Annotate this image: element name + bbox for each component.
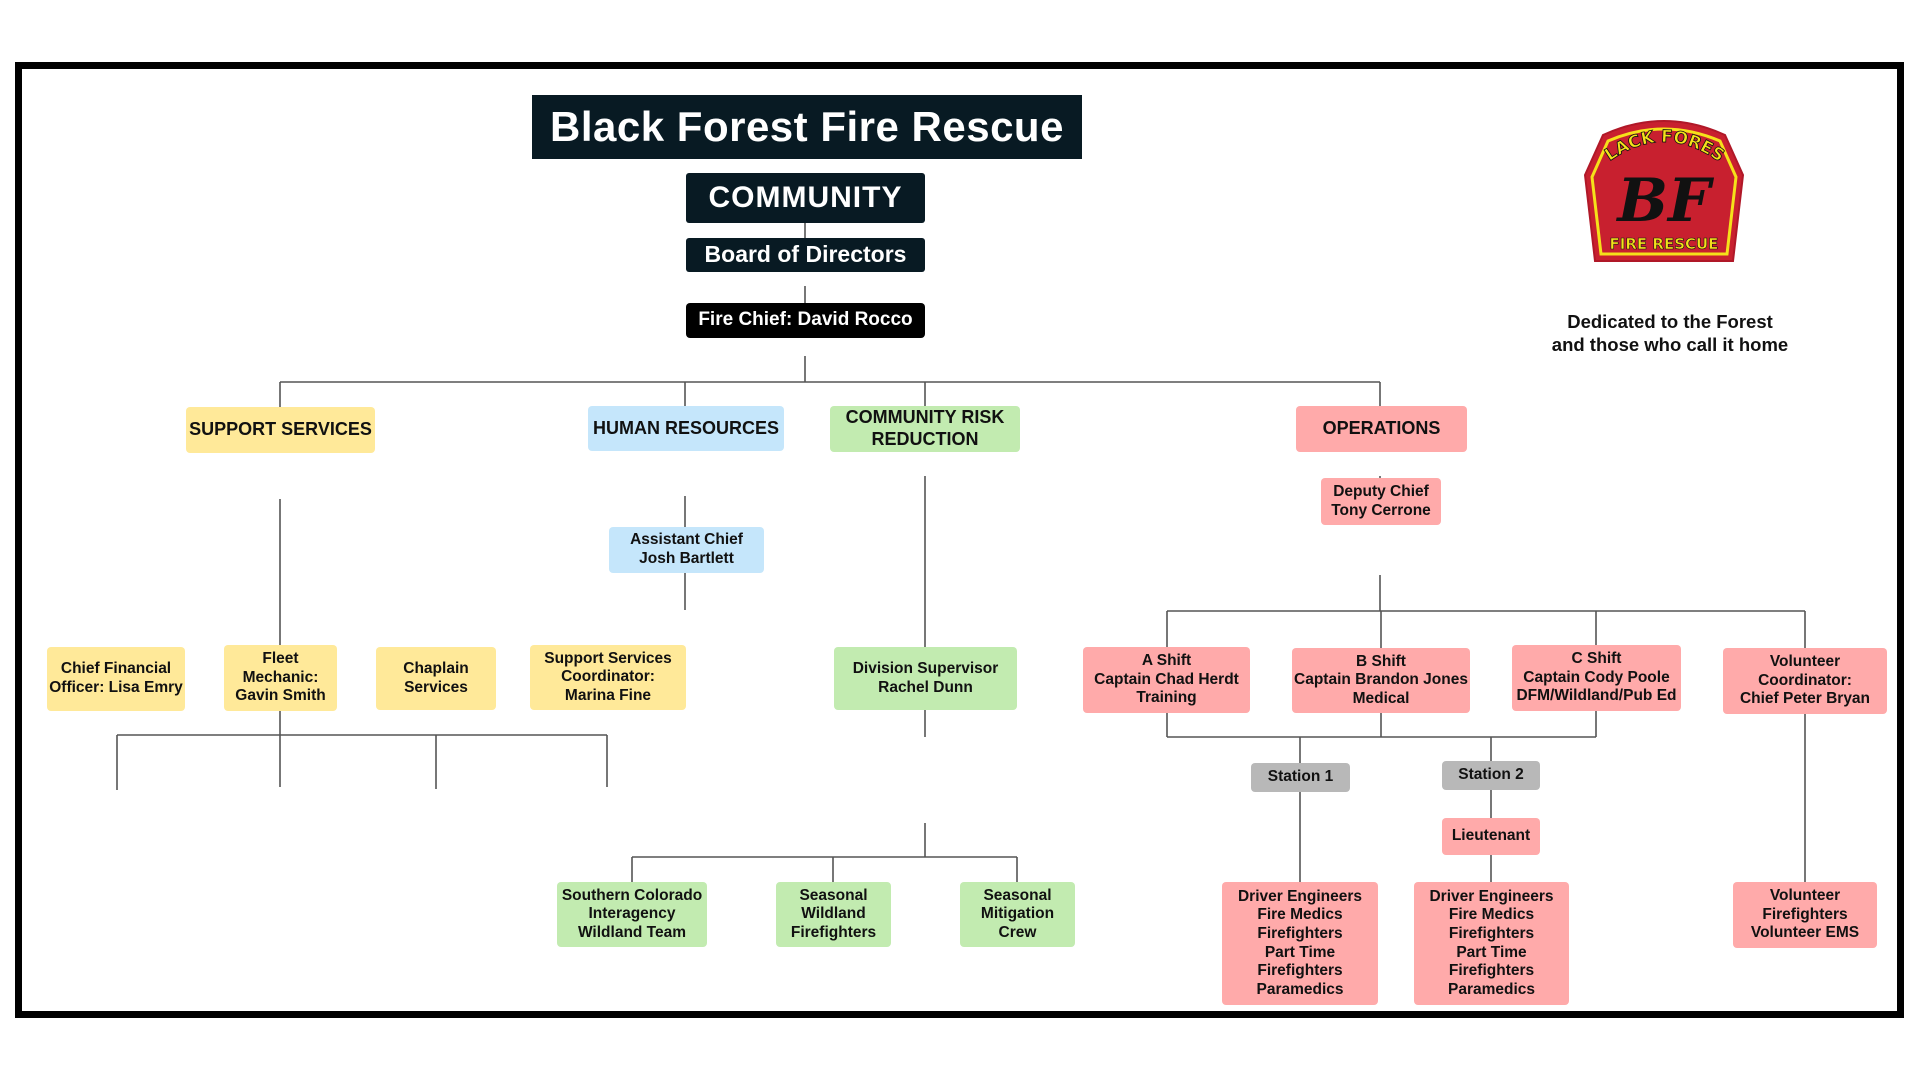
shield-outline	[1583, 120, 1745, 262]
logo-bottom-text: FIRE RESCUE	[1610, 235, 1719, 253]
node-station-1: Station 1	[1251, 763, 1350, 792]
node-southern-colorado-interagency-wildland-team: Southern Colorado Interagency Wildland T…	[557, 882, 707, 947]
node-station-2: Station 2	[1442, 761, 1540, 790]
node-c-shift: C Shift Captain Cody Poole DFM/Wildland/…	[1512, 645, 1681, 711]
node-community-risk-reduction: COMMUNITY RISK REDUCTION	[830, 406, 1020, 452]
node-chaplain-services: Chaplain Services	[376, 647, 496, 710]
node-station-2-crew: Driver Engineers Fire Medics Firefighter…	[1414, 882, 1569, 1005]
node-fire-chief: Fire Chief: David Rocco	[686, 303, 925, 338]
node-deputy-chief: Deputy Chief Tony Cerrone	[1321, 478, 1441, 525]
node-seasonal-wildland-firefighters: Seasonal Wildland Firefighters	[776, 882, 891, 947]
shield-trim	[1590, 127, 1738, 256]
node-community: COMMUNITY	[686, 173, 925, 223]
node-station-1-crew: Driver Engineers Fire Medics Firefighter…	[1222, 882, 1378, 1005]
page-title: Black Forest Fire Rescue	[532, 95, 1082, 159]
node-division-supervisor: Division Supervisor Rachel Dunn	[834, 647, 1017, 710]
node-support-services: SUPPORT SERVICES	[186, 407, 375, 453]
node-volunteer-coordinator: Volunteer Coordinator: Chief Peter Bryan	[1723, 648, 1887, 714]
node-support-services-coordinator: Support Services Coordinator: Marina Fin…	[530, 645, 686, 710]
node-assistant-chief: Assistant Chief Josh Bartlett	[609, 527, 764, 573]
node-fleet-mechanic: Fleet Mechanic: Gavin Smith	[224, 645, 337, 711]
fire-rescue-logo: BLACK FOREST BF FIRE RESCUE	[1583, 113, 1745, 262]
node-operations: OPERATIONS	[1296, 406, 1467, 452]
chart-frame	[15, 62, 1904, 1018]
node-cfo: Chief Financial Officer: Lisa Emry	[47, 647, 185, 711]
node-volunteers: Volunteer Firefighters Volunteer EMS	[1733, 882, 1877, 948]
node-human-resources: HUMAN RESOURCES	[588, 406, 784, 451]
node-board-of-directors: Board of Directors	[686, 238, 925, 272]
node-seasonal-mitigation-crew: Seasonal Mitigation Crew	[960, 882, 1075, 947]
node-a-shift: A Shift Captain Chad Herdt Training	[1083, 647, 1250, 713]
tagline: Dedicated to the Forest and those who ca…	[1551, 311, 1789, 356]
node-b-shift: B Shift Captain Brandon Jones Medical	[1292, 648, 1470, 713]
logo-monogram: BF	[1615, 166, 1715, 236]
node-lieutenant: Lieutenant	[1442, 818, 1540, 855]
